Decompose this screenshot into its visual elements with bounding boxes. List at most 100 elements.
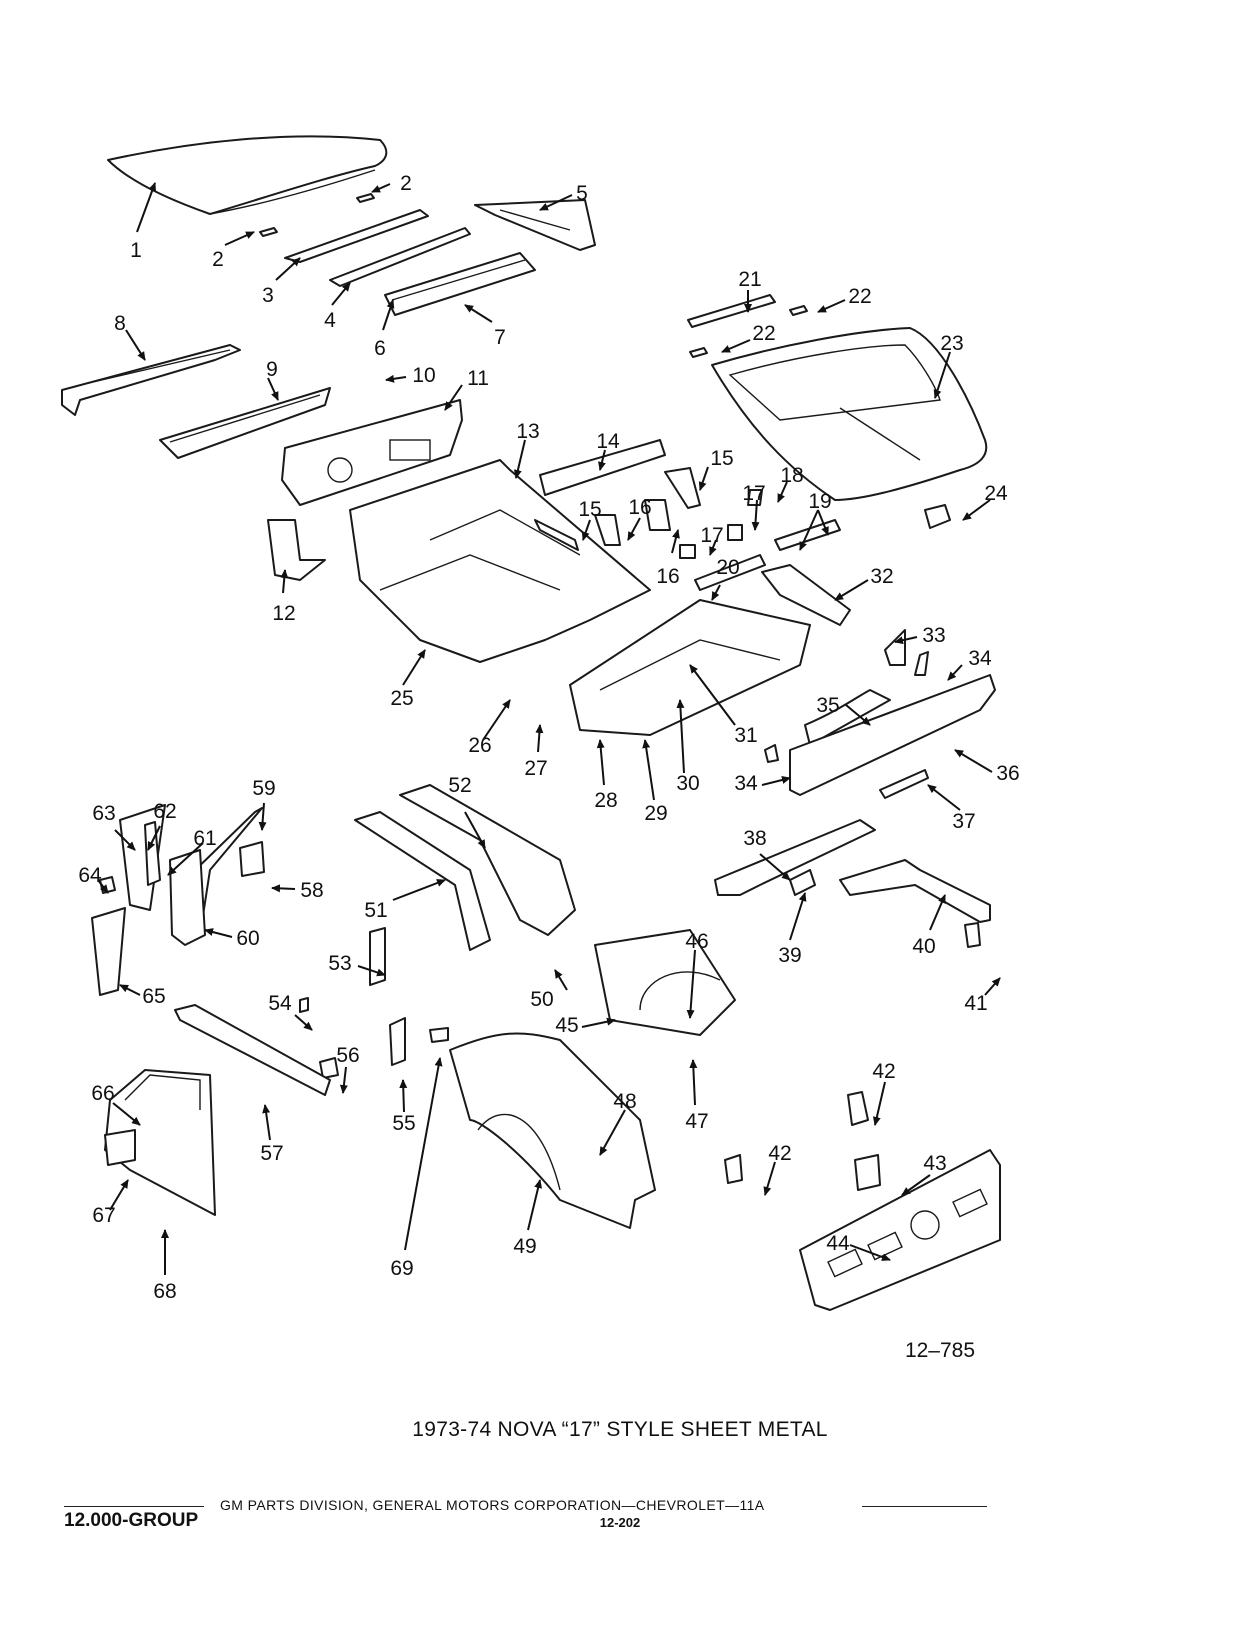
part-label: 9 [266,358,278,381]
lock-pillar-bracket [319,1057,339,1079]
rocker-sill-panel [174,1004,331,1096]
part-label: 2 [212,248,224,271]
deck-lid-bumpers [689,305,808,358]
dash-panel [281,399,463,506]
rear-frame-bracket [964,922,981,948]
part-label: 21 [738,268,761,291]
part-label: 42 [768,1142,791,1165]
part-label: 49 [513,1235,536,1258]
part-label: 61 [193,827,216,850]
rear-quarter-rocker [789,674,996,796]
part-label: 18 [780,464,803,487]
deck-lid-latch [924,504,951,529]
part-label: 58 [300,879,323,902]
hinge-pillar-filler [239,841,265,877]
part-label: 65 [142,985,165,1008]
leader-arrows [97,182,1001,1275]
cowl-top-panel [61,344,241,416]
rear-wheelhouse-inner [594,929,736,1036]
cowl-side-panel [267,519,326,581]
part-label: 2 [400,172,412,195]
part-label: 28 [594,789,617,812]
rear-frame-rail-extension [789,869,816,896]
part-label: 1 [130,239,142,262]
part-label: 39 [778,944,801,967]
part-label: 27 [524,757,547,780]
part-label: 48 [613,1090,636,1113]
part-label: 38 [743,827,766,850]
part-label: 33 [922,624,945,647]
part-label: 7 [494,326,506,349]
part-label: 57 [260,1142,283,1165]
part-label: 64 [78,864,102,887]
deck-lid-hinge-strap [687,294,776,328]
part-label: 59 [252,777,275,800]
part-label: 10 [412,364,435,387]
part-label: 47 [685,1110,708,1133]
part-label: 34 [968,647,992,670]
rocker-inner-panel [399,784,576,936]
part-label: 5 [576,182,588,205]
part-label: 52 [448,774,471,797]
roof-retainer-clips [259,193,375,237]
part-label: 32 [870,565,893,588]
part-label: 8 [114,312,126,335]
part-label: 51 [364,899,387,922]
part-label: 53 [328,952,351,975]
door-hinge-plate [104,1129,136,1166]
floor-pan-rear [569,599,811,736]
rear-quarter-bracket [764,744,929,799]
part-label: 45 [555,1014,578,1037]
part-label: 23 [940,332,963,355]
part-label: 17 [742,482,765,505]
part-label: 67 [92,1204,115,1227]
part-label: 22 [752,322,775,345]
part-label: 16 [656,565,679,588]
part-label: 26 [468,734,491,757]
part-label: 54 [268,992,292,1015]
part-label: 15 [710,447,733,470]
front-pillar-inner [144,821,161,886]
part-label: 19 [808,490,831,513]
part-label: 22 [848,285,871,308]
body-pillar-reinforcement [369,927,386,986]
part-label: 66 [91,1082,114,1105]
rear-end-brackets [724,1091,881,1191]
cowl-vent-panel [159,387,331,459]
part-label: 44 [826,1232,850,1255]
rear-roof-inner-rail [384,252,536,316]
part-label: 30 [676,772,699,795]
hinge-pillar-bracket [299,997,309,1013]
roof-panel [107,135,388,215]
part-label: 24 [984,482,1008,505]
rocker-outer-panel [354,811,491,951]
rear-roof-rail-reinforcement [474,199,596,251]
part-label: 56 [336,1044,359,1067]
front-body-hinge-pillar [169,849,206,946]
footer-rule-left [64,1506,204,1507]
part-label: 35 [816,694,839,717]
part-label: 69 [390,1257,413,1280]
part-label: 20 [716,556,739,579]
part-label: 68 [153,1280,176,1303]
rear-quarter-panel [449,1032,656,1229]
part-label: 25 [390,687,413,710]
part-label: 40 [912,935,935,958]
floor-pan-front [349,459,651,663]
footer-division-line: GM PARTS DIVISION, GENERAL MOTORS CORPOR… [220,1497,765,1513]
part-number-labels: 1 2 2 3 4 5 6 7 8 9 10 11 12 13 14 15 15… [78,172,1019,1362]
part-label: 55 [392,1112,415,1135]
rocker-trim [429,1027,449,1043]
floor-brackets [534,467,763,559]
part-label: 60 [236,927,259,950]
part-label: 29 [644,802,667,825]
figure-caption: 1973-74 NOVA “17” STYLE SHEET METAL [412,1418,828,1441]
part-label: 34 [734,772,758,795]
front-door [104,1069,216,1216]
page-number: 12-202 [599,1515,641,1530]
footer-rule-right [862,1506,987,1507]
part-label: 15 [578,498,601,521]
part-label: 43 [923,1152,946,1175]
part-label: 17 [700,524,723,547]
